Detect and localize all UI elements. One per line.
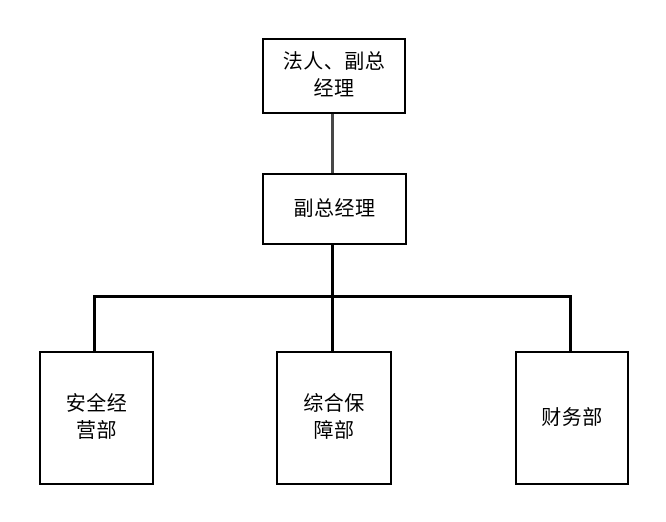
connector-drop-dept2 xyxy=(331,295,334,352)
org-node-safety-operations-dept-label: 安全经 营部 xyxy=(65,393,128,442)
org-node-finance-dept-label: 财务部 xyxy=(541,406,603,429)
org-node-deputy-manager: 副总经理 xyxy=(262,173,407,245)
org-node-finance-dept: 财务部 xyxy=(515,351,629,485)
org-node-safety-operations-dept: 安全经 营部 xyxy=(39,351,154,485)
org-node-root-label: 法人、副总 经理 xyxy=(282,51,386,100)
org-node-deputy-manager-label: 副总经理 xyxy=(293,197,376,220)
connector-drop-dept1 xyxy=(93,295,96,352)
org-node-root: 法人、副总 经理 xyxy=(262,38,406,114)
org-node-comprehensive-support-dept: 综合保 障部 xyxy=(276,351,392,485)
connector-deputy-stem xyxy=(331,244,334,298)
org-node-comprehensive-support-dept-label: 综合保 障部 xyxy=(303,393,365,442)
connector-drop-dept3 xyxy=(569,295,572,352)
connector-root-to-deputy xyxy=(331,113,334,174)
